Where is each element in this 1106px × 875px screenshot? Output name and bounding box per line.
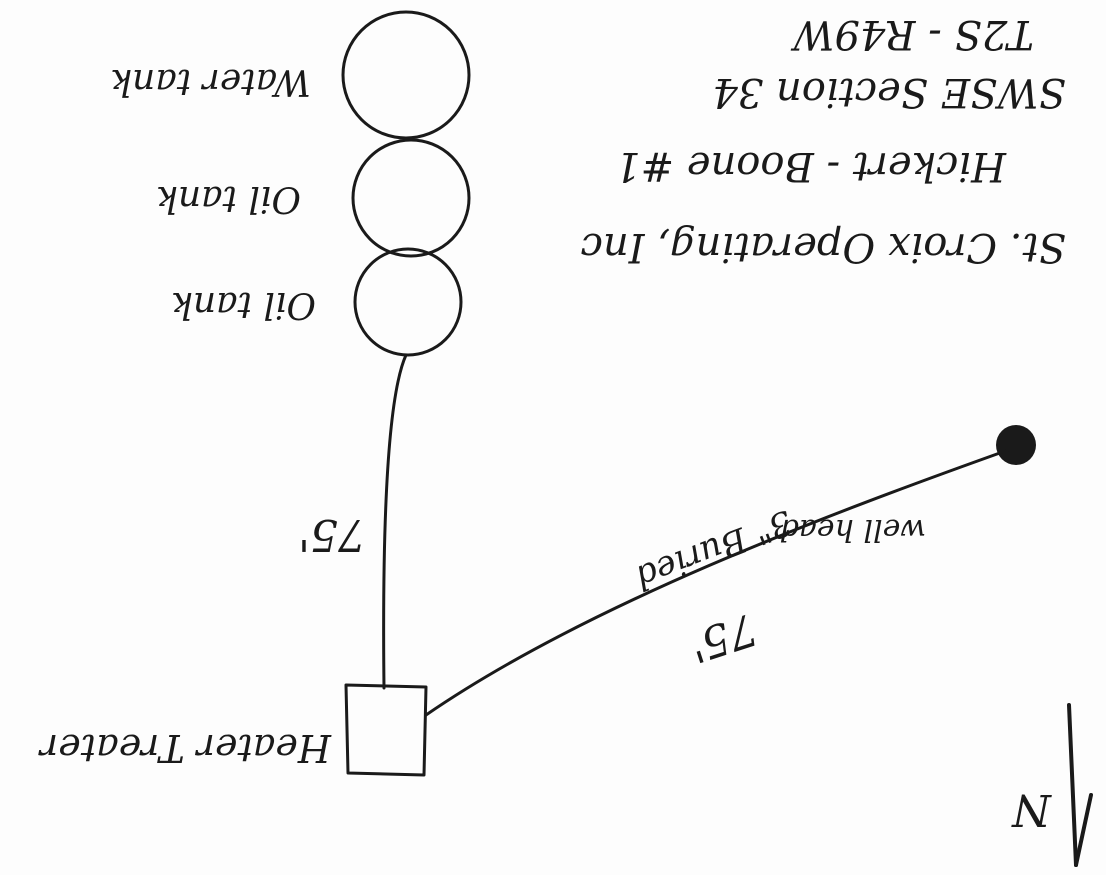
well-head-marker bbox=[996, 425, 1036, 465]
oil-tank-2 bbox=[351, 138, 471, 258]
north-arrow-head bbox=[1074, 793, 1093, 867]
well-head-label: well head bbox=[780, 512, 926, 547]
heater-treater-box bbox=[344, 683, 428, 777]
oil-tank-1-label: Oil tank bbox=[171, 284, 316, 325]
header-lease: Hickert - Boone #1 bbox=[615, 143, 1007, 189]
north-label: N bbox=[1011, 784, 1052, 835]
tank-line-distance: 75' bbox=[298, 509, 366, 560]
rotated-drawing: St. Croix Operating, Inc Hickert - Boone… bbox=[37, 10, 1093, 867]
header-section: SWSE Section 34 bbox=[712, 69, 1066, 115]
header-company: St. Croix Operating, Inc bbox=[581, 224, 1066, 270]
heater-treater-label: Heater Treater bbox=[37, 726, 332, 770]
flowline-distance: 75' bbox=[683, 603, 764, 673]
buried-flowline bbox=[424, 447, 1013, 717]
oil-tank-1 bbox=[353, 247, 463, 357]
header-block: St. Croix Operating, Inc Hickert - Boone… bbox=[581, 11, 1066, 270]
flowline-note: 3" Buried bbox=[630, 502, 797, 598]
north-arrow: N bbox=[1011, 703, 1093, 867]
header-township-range: T2S - R49W bbox=[791, 11, 1034, 57]
oil-tank-2-label: Oil tank bbox=[156, 178, 301, 219]
tank-battery: Oil tank Oil tank Water tank bbox=[110, 10, 471, 357]
water-tank bbox=[341, 10, 471, 140]
water-tank-label: Water tank bbox=[110, 61, 311, 102]
tank-line bbox=[382, 353, 408, 690]
north-arrow-shaft bbox=[1067, 703, 1078, 867]
